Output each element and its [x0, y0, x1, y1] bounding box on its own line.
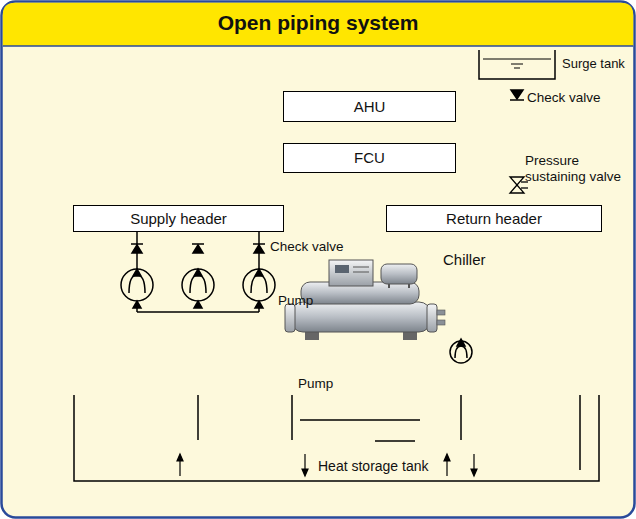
node-label: Chiller [443, 251, 486, 268]
node-label: FCU [354, 149, 385, 166]
header-box: Supply header [73, 205, 284, 232]
valve-label: Check valve [270, 239, 344, 255]
node-label: Heat storage tank [318, 458, 429, 474]
flow-arrows [177, 454, 477, 476]
node-label: Supply header [130, 210, 227, 227]
valve-label: Pressure sustaining valve [525, 153, 631, 185]
valve-label: Check valve [527, 90, 601, 106]
heat-storage-tank: Heat storage tank [73, 395, 600, 482]
node-label: Return header [446, 210, 542, 227]
diagram-title: Open piping system [0, 11, 636, 35]
equipment-box: FCU [283, 143, 456, 173]
pump-label: Pump [278, 293, 313, 309]
surge-tank: Surge tank [478, 50, 556, 80]
node-label: AHU [354, 98, 386, 115]
pump-branches [137, 232, 259, 312]
header-box: Return header [386, 205, 602, 232]
equipment-box: AHU [283, 91, 456, 122]
header-rule [3, 45, 633, 47]
node-label: Surge tank [562, 57, 625, 72]
surge-tank-outline [478, 50, 556, 80]
pump-label: Pump [298, 376, 333, 392]
pump-symbols [121, 269, 472, 363]
